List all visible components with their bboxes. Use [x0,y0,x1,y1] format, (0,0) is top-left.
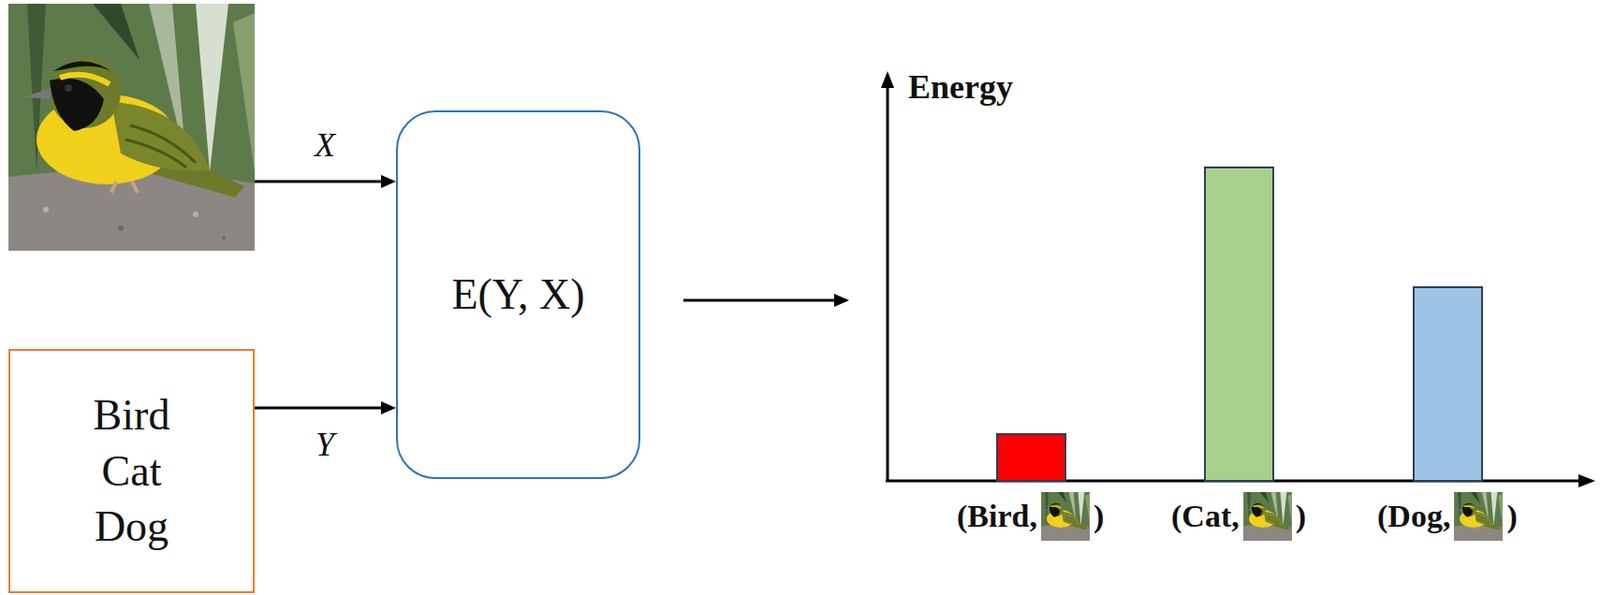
arrowhead [834,293,850,308]
energy-bar [1204,167,1274,482]
tick-text: (Dog, [1377,499,1451,535]
axis-title: Energy [908,67,1013,107]
node-text: Cat [102,443,162,500]
arrowhead [880,71,895,89]
tick-text: ) [1093,499,1104,535]
bird-thumbnail [1041,492,1090,542]
output-arrow [683,299,837,303]
tick-label: (Dog,) [1377,492,1518,542]
bird-thumbnail [1243,492,1292,542]
connector-arrow [254,401,397,415]
bird-thumbnail [1453,492,1503,542]
energy-function-box: E(Y, X) [396,110,641,480]
node-text: E(Y, X) [451,266,585,323]
input-label: X [314,125,336,165]
class-list-box: BirdCatDog [8,349,255,594]
arrowhead [1578,474,1596,488]
tick-text: (Bird, [956,499,1038,535]
node-text: Bird [93,387,171,444]
arrowhead [381,175,397,189]
y-axis [886,86,890,482]
tick-label: (Cat,) [1171,492,1307,542]
tick-text: ) [1295,499,1307,535]
bird-photo [8,3,255,251]
tick-label: (Bird,) [956,492,1104,542]
energy-bar [997,434,1066,482]
energy-bar [1413,287,1483,482]
tick-text: ) [1506,499,1517,535]
edge-label: Y [315,425,335,465]
node-text: Dog [94,499,169,556]
input-arrow [254,180,384,184]
tick-text: (Cat, [1171,499,1240,535]
